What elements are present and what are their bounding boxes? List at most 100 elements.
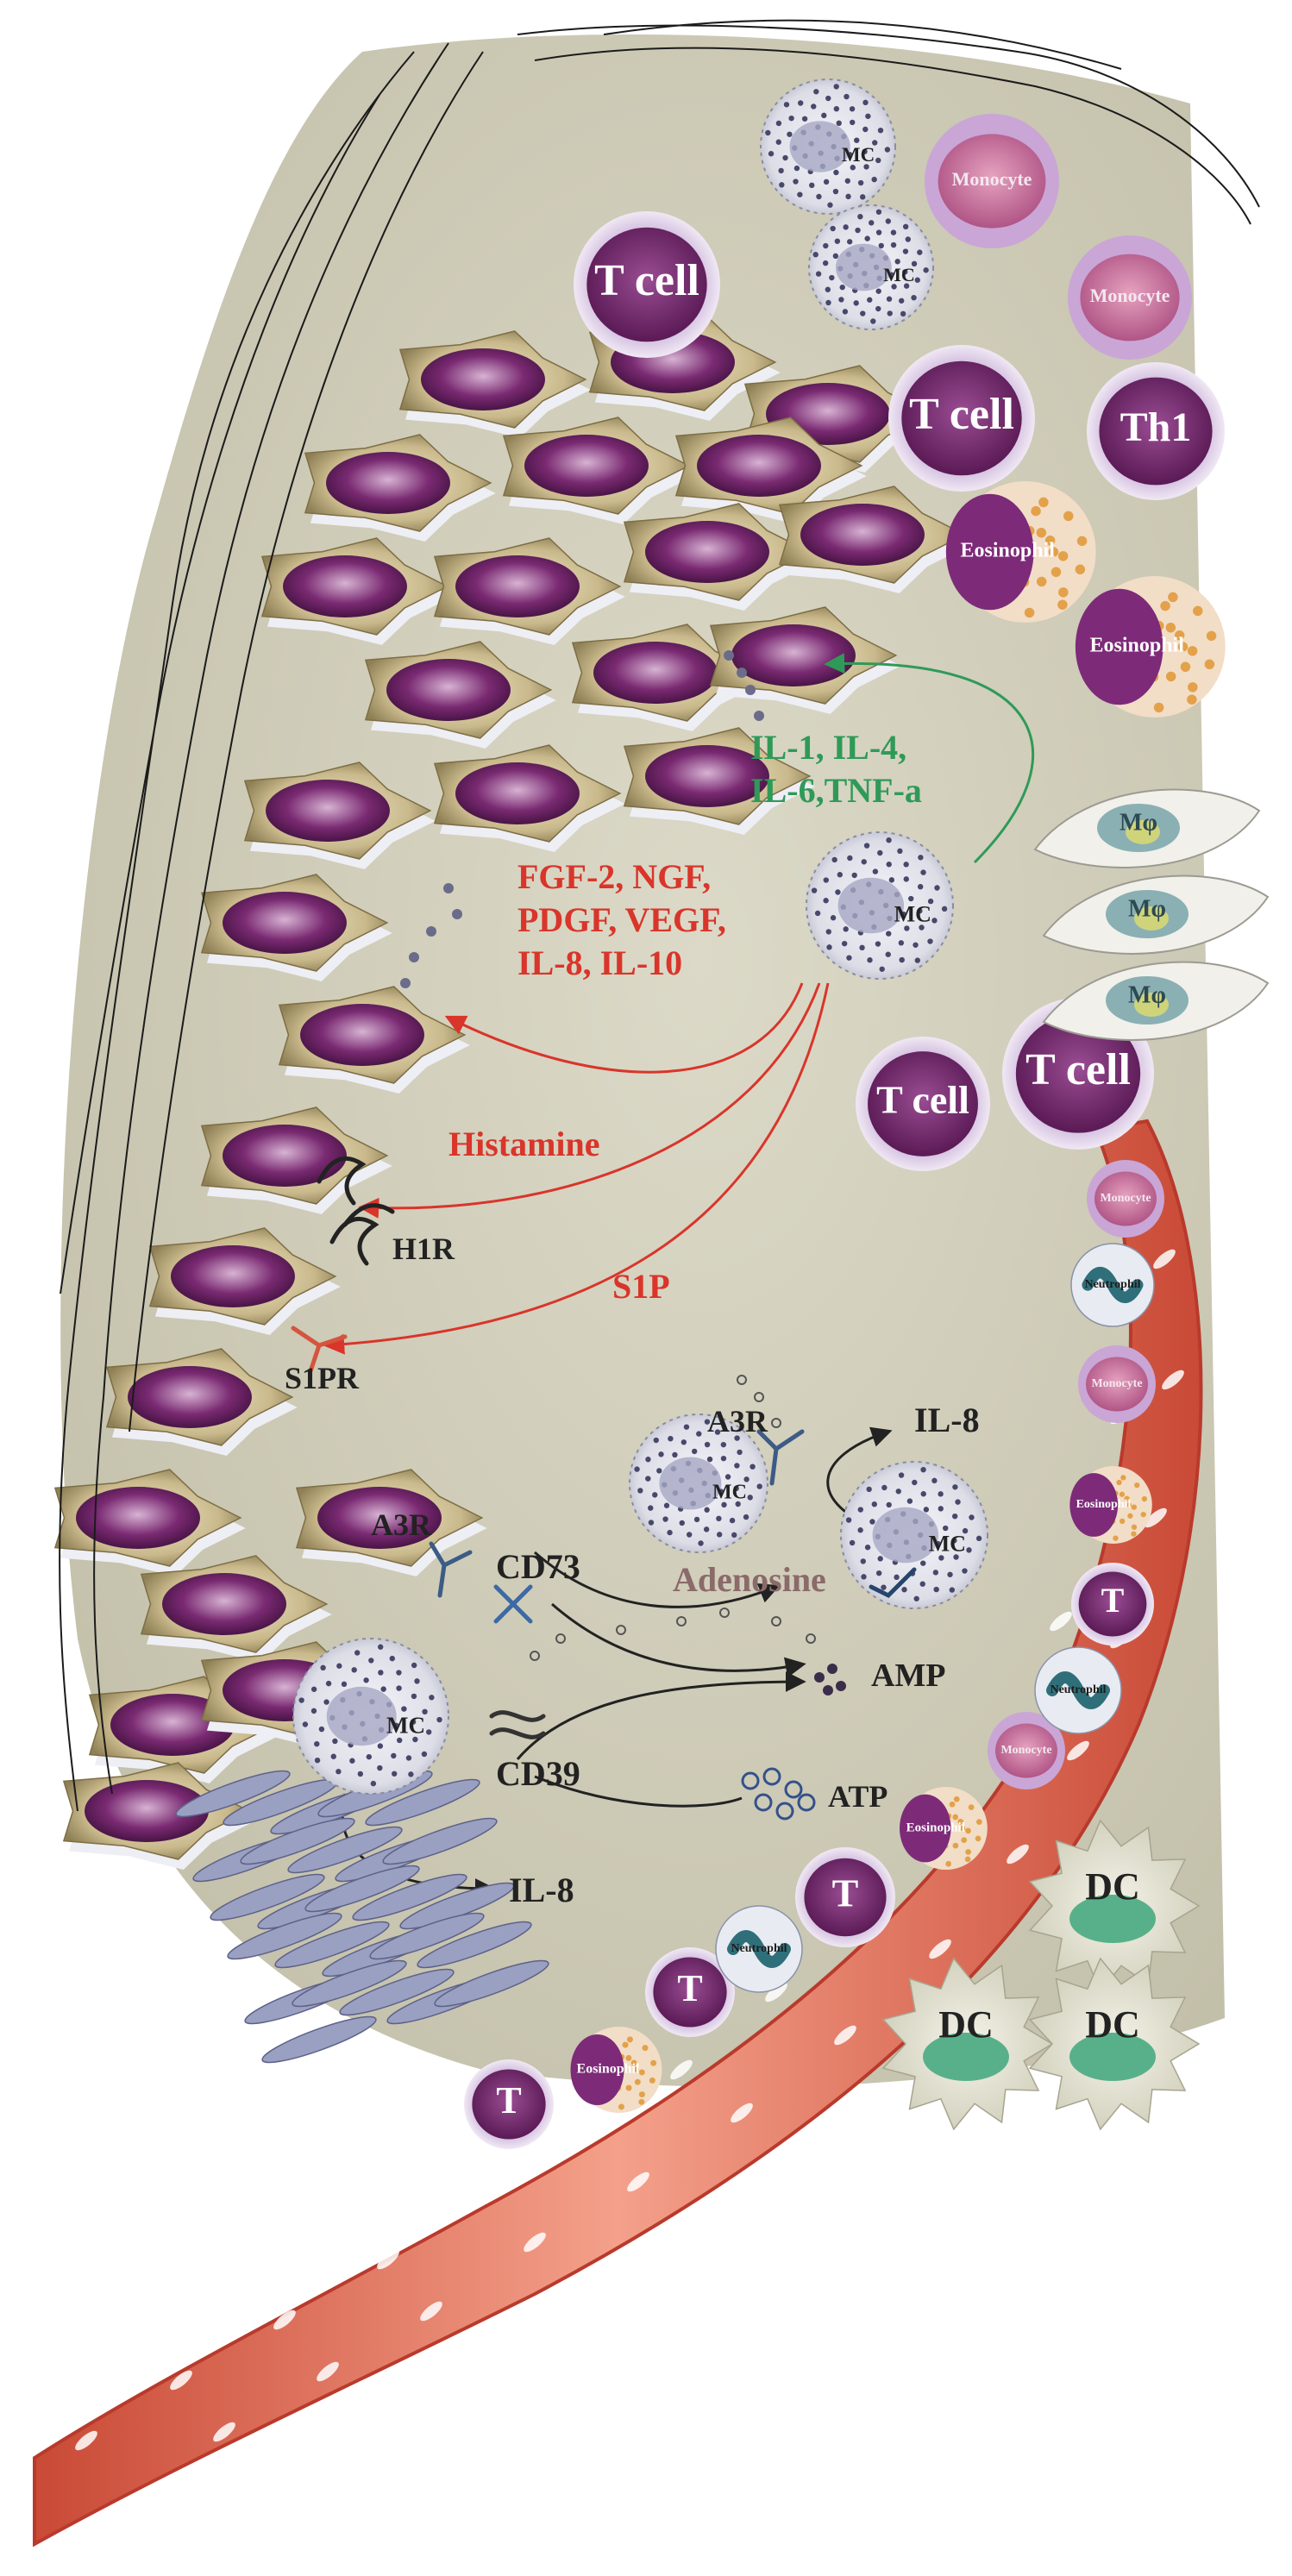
t-cell-vessel: T — [1071, 1563, 1154, 1645]
endothelial-nucleus — [1050, 1611, 1072, 1632]
t-cell-vessel-label: T — [496, 2079, 521, 2122]
amp-molecule — [814, 1672, 825, 1683]
adenosine-molecule — [737, 1375, 747, 1385]
th1-cell: Th1 — [1087, 362, 1225, 500]
nerve-fibers — [59, 19, 1260, 1812]
endothelial-nucleus — [170, 2370, 192, 2391]
adenosine-molecule — [676, 1616, 687, 1626]
adenosine-molecule — [555, 1633, 566, 1644]
t-cell-vessel: T — [645, 1947, 735, 2037]
macrophage-label: Mφ — [1128, 895, 1166, 922]
eosinophil-vessel-label: Eosinophil — [577, 2062, 640, 2077]
cd39-enzyme-icon — [489, 1710, 546, 1739]
atp-molecule — [775, 1802, 794, 1821]
epithelial-cell — [200, 874, 392, 981]
a3r-receptor-top-icon — [756, 1429, 805, 1486]
fibroblast — [261, 2015, 377, 2064]
mast-cell-label: MC — [883, 264, 915, 285]
dendritic-cell: DC — [1028, 1957, 1201, 2131]
dendritic-cell: DC — [1028, 1819, 1201, 1993]
fibroblast — [352, 1873, 467, 1921]
neutrophil-vessel-label: Neutrophil — [1050, 1683, 1106, 1696]
text-labels: IL-1, IL-4, IL-6,TNF-a FGF-2, NGF, PDGF,… — [285, 728, 980, 1909]
il8-bottom-label: IL-8 — [509, 1871, 574, 1909]
t-cell-label: T cell — [1025, 1045, 1131, 1094]
epithelial-cell — [433, 537, 625, 645]
t-cell: T cell — [574, 211, 720, 358]
epithelial-cell — [778, 486, 970, 593]
t-cell-label: T cell — [909, 390, 1014, 439]
eosinophil-vessel: Eosinophil — [1069, 1466, 1152, 1544]
neutrophil-vessel-label: Neutrophil — [1084, 1278, 1140, 1291]
s1p-label: S1P — [612, 1267, 670, 1306]
epithelial-cell — [304, 434, 496, 542]
adenosine-molecule — [806, 1633, 816, 1644]
endothelial-nucleus — [627, 2172, 649, 2192]
adenosine-molecule — [616, 1625, 626, 1635]
endothelial-nucleus — [1153, 1249, 1176, 1269]
t-cell: T cell — [888, 345, 1035, 492]
adenosine-molecule — [719, 1608, 730, 1618]
monocyte-vessel: Monocyte — [988, 1712, 1065, 1789]
red-mediators-line2: PDGF, VEGF, — [517, 900, 726, 939]
fibroblast — [274, 1921, 390, 1969]
adenosine-label: Adenosine — [673, 1560, 826, 1599]
monocyte-vessel-label: Monocyte — [1091, 1377, 1142, 1390]
t-cell: T cell — [856, 1037, 990, 1171]
eosinophil: Eosinophil — [945, 481, 1096, 623]
granule — [452, 909, 462, 919]
granule — [754, 711, 764, 721]
fibroblast — [365, 1778, 480, 1827]
endothelial-nucleus — [731, 2103, 753, 2123]
eosinophil-vessel: Eosinophil — [570, 2027, 662, 2113]
secreted-granules — [400, 650, 846, 1821]
epithelial-cell — [105, 1348, 298, 1456]
t-cell-vessel-label: T — [1101, 1581, 1125, 1620]
mast-cell-label: MC — [929, 1532, 966, 1557]
mast-cell-center-label: MC — [894, 902, 931, 927]
fibroblast — [287, 1826, 403, 1874]
fibroblast — [175, 1770, 291, 1818]
amp-molecule — [827, 1664, 837, 1674]
red-mediators-line3: IL-8, IL-10 — [517, 943, 682, 982]
fibroblast — [304, 1865, 420, 1913]
amp-molecule — [836, 1681, 846, 1691]
mast-cell: MC — [629, 1413, 768, 1553]
epithelial-cell — [200, 1106, 392, 1214]
fibroblast — [292, 1959, 407, 2008]
mast-cell-label: MC — [712, 1482, 747, 1504]
eosinophil-vessel: Eosinophil — [900, 1787, 988, 1870]
fibroblast — [240, 1817, 355, 1865]
mast-cell-center: MC — [806, 831, 954, 980]
fibroblast — [434, 1959, 549, 2008]
endothelial-nucleus — [1007, 1844, 1029, 1865]
atp-molecule — [754, 1793, 773, 1812]
red-arrow-s1p — [323, 982, 830, 1355]
neutrophil-vessel: Neutrophil — [1034, 1646, 1122, 1734]
macrophage-label: Mφ — [1128, 981, 1166, 1008]
adenosine-molecule — [754, 1392, 764, 1402]
il8-top-label: IL-8 — [914, 1401, 980, 1439]
h1r-receptor-icon-2 — [329, 1216, 379, 1266]
endothelial-nucleus — [834, 2025, 856, 2046]
macrophage: Mφ — [1033, 788, 1261, 868]
t-cell-vessel-label: T — [832, 1871, 859, 1915]
t-cell-label: T cell — [876, 1078, 969, 1122]
epithelial-cell — [502, 417, 694, 524]
fibroblast — [339, 1968, 455, 2016]
endothelial-nucleus — [765, 1982, 787, 2003]
t-cell-vessel-label: T — [677, 1967, 702, 2009]
neutrophil-vessel-label: Neutrophil — [731, 1942, 787, 1955]
endothelial-nucleus — [213, 2422, 235, 2442]
monocyte-vessel: Monocyte — [1078, 1345, 1156, 1423]
t-cell-label: T cell — [594, 256, 699, 305]
a3r-left-label: A3R — [371, 1507, 432, 1542]
granule — [737, 668, 747, 678]
t-cell-vessel: T — [795, 1847, 895, 1947]
endothelial-nucleus — [1145, 1507, 1167, 1528]
neutrophil-vessel: Neutrophil — [1070, 1243, 1155, 1327]
t-cell-vessel: T — [464, 2059, 554, 2149]
endothelial-nucleus — [670, 2059, 693, 2080]
granule — [409, 952, 419, 962]
red-arrow-growth-factors — [444, 982, 804, 1074]
